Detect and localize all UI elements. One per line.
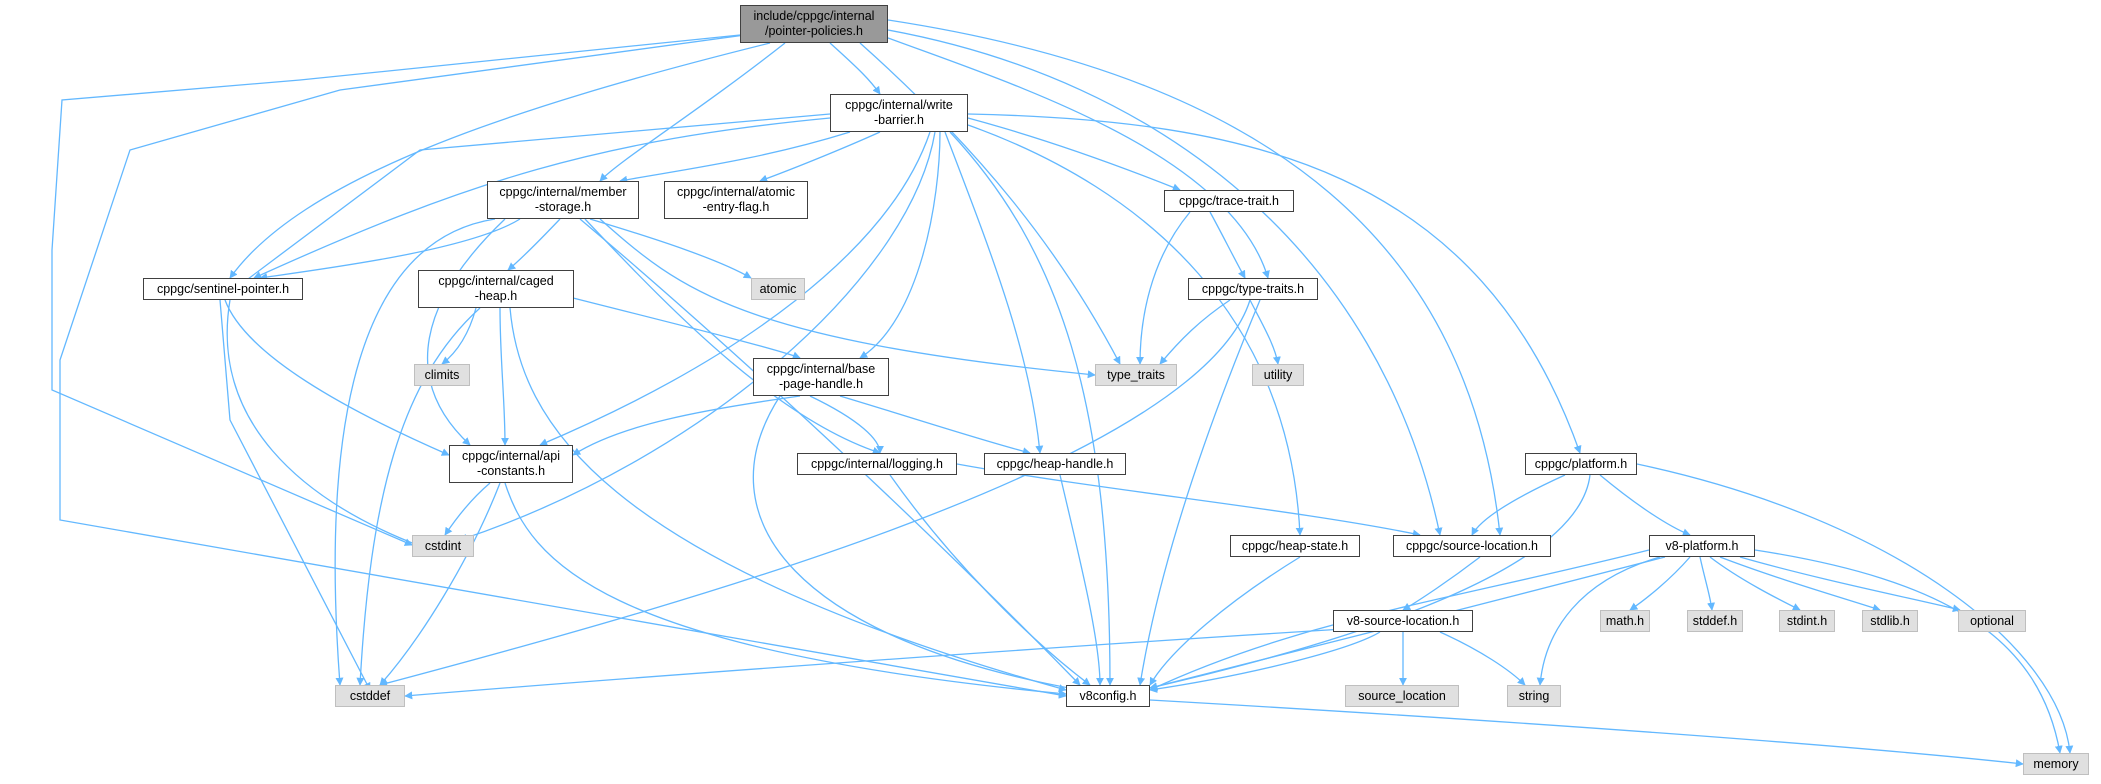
dependency-edge bbox=[224, 299, 450, 456]
node-math: math.h bbox=[1600, 610, 1650, 632]
node-logging[interactable]: cppgc/internal/logging.h bbox=[797, 453, 957, 475]
dependency-edge bbox=[1149, 699, 2024, 768]
node-stddef: stddef.h bbox=[1687, 610, 1743, 632]
dependency-edge bbox=[809, 395, 884, 454]
dependency-edge bbox=[589, 218, 752, 279]
node-v8-source-location[interactable]: v8-source-location.h bbox=[1333, 610, 1473, 632]
node-v8-platform[interactable]: v8-platform.h bbox=[1649, 535, 1755, 557]
dependency-edge bbox=[1159, 299, 1231, 365]
dependency-edge bbox=[1149, 556, 1301, 686]
dependency-edge bbox=[1136, 211, 1191, 365]
node-heap-handle[interactable]: cppgc/heap-handle.h bbox=[984, 453, 1126, 475]
node-stdlib: stdlib.h bbox=[1862, 610, 1918, 632]
node-sentinel-pointer[interactable]: cppgc/sentinel-pointer.h bbox=[143, 278, 303, 300]
dependency-edge bbox=[887, 29, 1443, 536]
dependency-edge bbox=[59, 34, 1067, 699]
dependency-edge bbox=[1536, 556, 1661, 686]
node-api-constants[interactable]: cppgc/internal/api -constants.h bbox=[449, 445, 573, 483]
node-v8config[interactable]: v8config.h bbox=[1066, 685, 1150, 707]
dependency-edge bbox=[599, 218, 1096, 379]
dependency-edge bbox=[759, 131, 881, 183]
dependency-edge bbox=[967, 117, 1181, 192]
node-source-location-h[interactable]: cppgc/source-location.h bbox=[1393, 535, 1551, 557]
dependency-edge bbox=[226, 299, 421, 548]
dependency-edge bbox=[1699, 556, 1716, 611]
dependency-edge bbox=[967, 124, 1304, 536]
dependency-edge bbox=[219, 113, 831, 691]
node-utility: utility bbox=[1252, 364, 1304, 386]
dependency-edge bbox=[1249, 299, 1281, 365]
dependency-edge bbox=[619, 131, 851, 184]
dependency-edge bbox=[572, 297, 801, 360]
dependency-edge bbox=[1629, 556, 1691, 611]
dependency-edge bbox=[579, 218, 1081, 686]
dependency-edge bbox=[334, 218, 496, 686]
dependency-edge bbox=[1739, 556, 1961, 613]
dependency-edge bbox=[967, 113, 1582, 454]
dependency-edge bbox=[839, 395, 1031, 456]
node-member-storage[interactable]: cppgc/internal/member -storage.h bbox=[487, 181, 639, 219]
node-atomic: atomic bbox=[751, 278, 805, 300]
dependency-edge bbox=[507, 218, 561, 271]
dependency-edge bbox=[859, 42, 1121, 365]
dependency-edge bbox=[253, 117, 831, 279]
node-caged-heap[interactable]: cppgc/internal/caged -heap.h bbox=[418, 270, 574, 308]
dependency-edge bbox=[887, 19, 1504, 536]
dependency-edge bbox=[1754, 549, 2063, 754]
dependency-edge bbox=[1709, 556, 1801, 611]
dependency-edge bbox=[1599, 474, 1691, 537]
dependency-edge bbox=[1636, 463, 2074, 754]
node-base-page-handle[interactable]: cppgc/internal/base -page-handle.h bbox=[753, 358, 889, 396]
dependency-edge bbox=[1149, 474, 1591, 691]
dependency-edge bbox=[1471, 474, 1566, 536]
dependency-edge bbox=[859, 131, 941, 359]
dependency-edge bbox=[572, 395, 801, 456]
dependency-edge bbox=[1137, 299, 1261, 686]
node-cstdint: cstdint bbox=[412, 535, 474, 557]
dependency-edge bbox=[599, 42, 786, 182]
dependency-edge bbox=[1402, 556, 1481, 611]
dependency-edge bbox=[1149, 631, 1381, 693]
dependency-edge bbox=[379, 482, 501, 686]
node-source-location: source_location bbox=[1345, 685, 1459, 707]
dependency-edge bbox=[1209, 211, 1246, 279]
node-atomic-entry-flag[interactable]: cppgc/internal/atomic -entry-flag.h bbox=[664, 181, 808, 219]
dependency-edge bbox=[379, 299, 1251, 688]
dependency-edge bbox=[1439, 631, 1526, 686]
dependency-edge bbox=[829, 42, 881, 95]
dependency-edge bbox=[356, 307, 481, 686]
dependency-edge bbox=[499, 307, 509, 446]
dependency-edge bbox=[752, 395, 1081, 693]
node-write-barrier[interactable]: cppgc/internal/write -barrier.h bbox=[830, 94, 968, 132]
dependency-edge bbox=[229, 42, 771, 279]
node-platform[interactable]: cppgc/platform.h bbox=[1525, 453, 1637, 475]
dependency-edge bbox=[404, 627, 1361, 700]
dependency-edge bbox=[889, 474, 1091, 686]
node-optional: optional bbox=[1958, 610, 2026, 632]
dependency-edge bbox=[949, 131, 1114, 686]
dependency-edge bbox=[51, 34, 741, 546]
node-cstddef: cstddef bbox=[335, 685, 405, 707]
dependency-edge bbox=[444, 482, 491, 536]
node-stdint: stdint.h bbox=[1779, 610, 1835, 632]
dependency-edges bbox=[51, 19, 2074, 768]
dependency-edge bbox=[1719, 556, 1881, 612]
node-memory: memory bbox=[2023, 753, 2089, 775]
node-type-traits: type_traits bbox=[1095, 364, 1177, 386]
node-climits: climits bbox=[414, 364, 470, 386]
dependency-edge bbox=[584, 218, 881, 455]
dependency-edge bbox=[944, 131, 1044, 454]
node-type-traits-h[interactable]: cppgc/type-traits.h bbox=[1188, 278, 1318, 300]
dependency-edge bbox=[259, 218, 521, 281]
node-heap-state[interactable]: cppgc/heap-state.h bbox=[1230, 535, 1360, 557]
dependency-edge bbox=[539, 131, 931, 446]
node-pointer-policies: include/cppgc/internal /pointer-policies… bbox=[740, 5, 888, 43]
dependency-edge bbox=[504, 482, 1067, 698]
node-string: string bbox=[1507, 685, 1561, 707]
dependency-edge bbox=[1059, 474, 1104, 686]
node-trace-trait[interactable]: cppgc/trace-trait.h bbox=[1164, 190, 1294, 212]
dependency-edge bbox=[427, 218, 506, 446]
dependency-edge bbox=[879, 34, 1270, 279]
